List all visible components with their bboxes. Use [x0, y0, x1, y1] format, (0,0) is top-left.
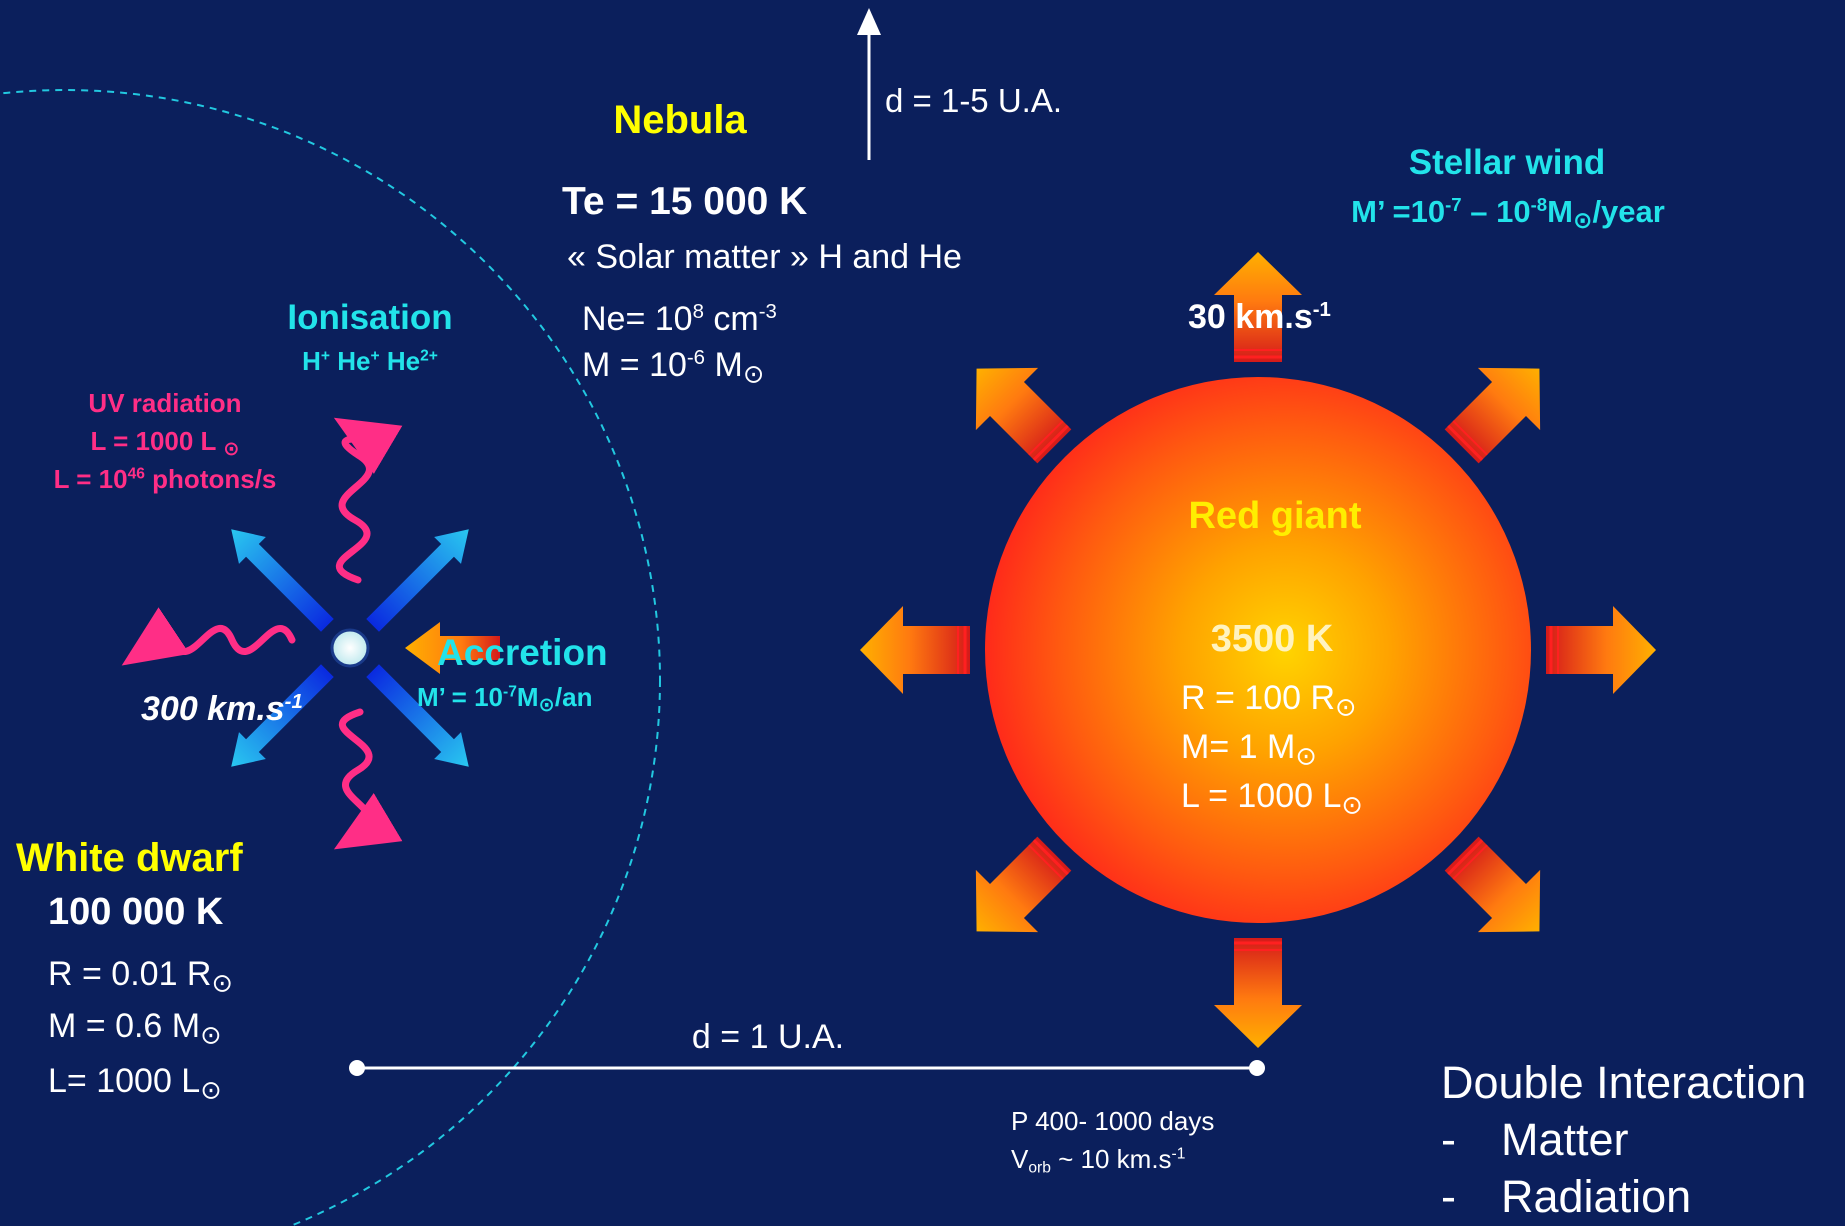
uv-radiation-photons: L = 1046 photons/s — [53, 464, 277, 494]
orbit-period: P 400- 1000 days — [1011, 1106, 1215, 1136]
interaction-title: Double Interaction — [1441, 1057, 1807, 1108]
nebula-temperature: Te = 15 000 K — [562, 180, 808, 223]
stellar-wind-arrows — [860, 252, 1656, 1048]
jet-arrow-icon — [366, 664, 469, 767]
white-dwarf-jets — [231, 529, 469, 767]
accretion-title: Accretion — [437, 632, 608, 673]
red-giant-title: Red giant — [1188, 495, 1362, 537]
nebula-boundary — [0, 89, 661, 1226]
stellar-wind-speed: 30 km.s-1 — [1188, 298, 1331, 336]
ionisation-ions: H+ He+ He2+ — [302, 346, 438, 376]
red-giant-mass: M= 1 M⊙ — [1181, 728, 1317, 771]
nebula-density: Ne= 108 cm-3 — [582, 300, 777, 338]
interaction-item-radiation: -Radiation — [1441, 1171, 1692, 1222]
outflow-arrow-icon — [1444, 367, 1541, 464]
outflow-arrow-icon — [1546, 606, 1656, 694]
white-dwarf-title: White dwarf — [16, 836, 243, 880]
white-dwarf-icon — [330, 628, 370, 668]
stellar-wind-rate: M’ =10-7 – 10-8M⊙/year — [1351, 193, 1665, 233]
jet-arrow-icon — [231, 529, 334, 632]
orbit-velocity: Vorb ~ 10 km.s-1 — [1011, 1144, 1186, 1177]
accretion-arrow-icon — [405, 622, 500, 674]
white-dwarf-radius: R = 0.01 R⊙ — [48, 955, 233, 998]
outflow-arrow-icon — [1214, 938, 1302, 1048]
white-dwarf-temperature: 100 000 K — [48, 891, 224, 933]
nebula-mass: M = 10-6 M⊙ — [582, 346, 765, 389]
stellar-wind-title: Stellar wind — [1408, 143, 1606, 182]
outflow-arrow-icon — [860, 606, 970, 694]
interaction-item-matter: -Matter — [1441, 1114, 1629, 1165]
uv-radiation-waves — [121, 417, 403, 850]
jet-arrow-icon — [231, 664, 334, 767]
nebula-distance: d = 1-5 U.A. — [885, 82, 1063, 119]
red-giant-luminosity: L = 1000 L⊙ — [1181, 777, 1363, 820]
red-giant-radius: R = 100 R⊙ — [1181, 679, 1357, 722]
orbit-line — [349, 1060, 1265, 1076]
red-giant-temperature: 3500 K — [1210, 618, 1334, 660]
ionisation-title: Ionisation — [287, 298, 453, 337]
accretion-rate: M’ = 10-7M⊙/an — [417, 682, 593, 716]
outflow-arrow-icon — [975, 367, 1072, 464]
outflow-arrow-icon — [1444, 836, 1541, 933]
white-dwarf-speed: 300 km.s-1 — [141, 690, 303, 728]
nebula-composition: « Solar matter » H and He — [567, 238, 962, 276]
outflow-arrow-icon — [1214, 252, 1302, 362]
jet-arrow-icon — [366, 529, 469, 632]
uv-wave-icon — [121, 607, 296, 666]
white-dwarf-luminosity: L= 1000 L⊙ — [48, 1062, 222, 1105]
uv-radiation-title: UV radiation — [88, 388, 242, 418]
uv-radiation-luminosity: L = 1000 L ⊙ — [90, 426, 240, 460]
uv-wave-icon — [333, 417, 403, 584]
red-giant-icon — [985, 377, 1531, 923]
nebula-title: Nebula — [613, 98, 747, 142]
orbit-distance: d = 1 U.A. — [691, 1018, 845, 1056]
outflow-arrow-icon — [975, 836, 1072, 933]
uv-wave-icon — [333, 708, 403, 850]
white-dwarf-mass: M = 0.6 M⊙ — [48, 1007, 222, 1050]
